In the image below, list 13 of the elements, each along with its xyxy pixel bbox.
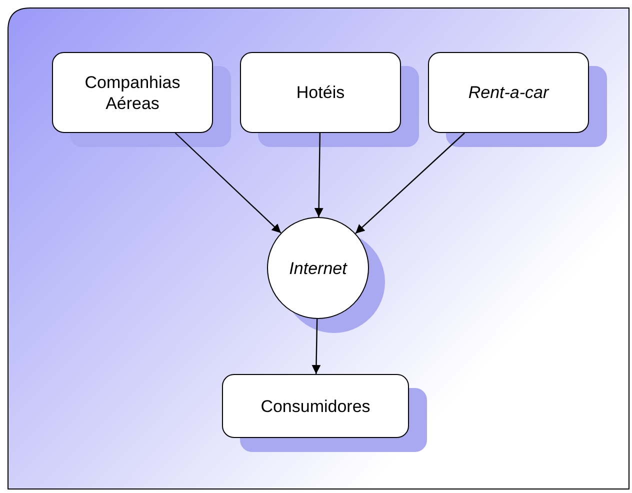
arrow [355,132,465,234]
node-label: Hotéis [296,82,345,103]
node-label: Companhias Aéreas [84,72,182,114]
process-box [52,52,213,133]
node-label: Internet [289,258,347,278]
arrow [312,318,321,374]
process-box [240,52,401,133]
process-box [428,52,589,133]
arrow [314,132,324,218]
node-label: Rent-a-car [468,82,549,103]
node-label: Consumidores [260,396,370,416]
process-box [222,374,409,438]
arrow [174,132,282,234]
